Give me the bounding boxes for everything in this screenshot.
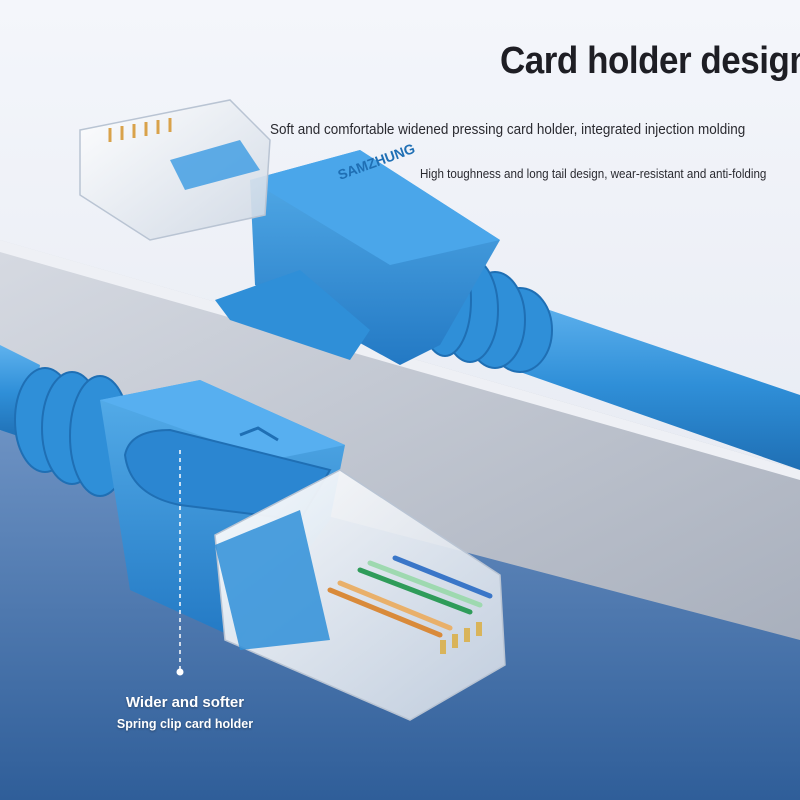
feature-line-1: Soft and comfortable widened pressing ca…	[270, 122, 746, 138]
callout-detail: Spring clip card holder	[116, 717, 254, 731]
callout-caption: Wider and softer Spring clip card holder	[110, 694, 260, 733]
callout-dot	[176, 668, 184, 676]
callout-title: Wider and softer	[125, 694, 245, 711]
feature-line-2: High toughness and long tail design, wea…	[420, 167, 767, 181]
page-title: Card holder design	[500, 40, 800, 82]
bottom-connector	[0, 345, 506, 721]
ledge-surface	[0, 240, 800, 640]
